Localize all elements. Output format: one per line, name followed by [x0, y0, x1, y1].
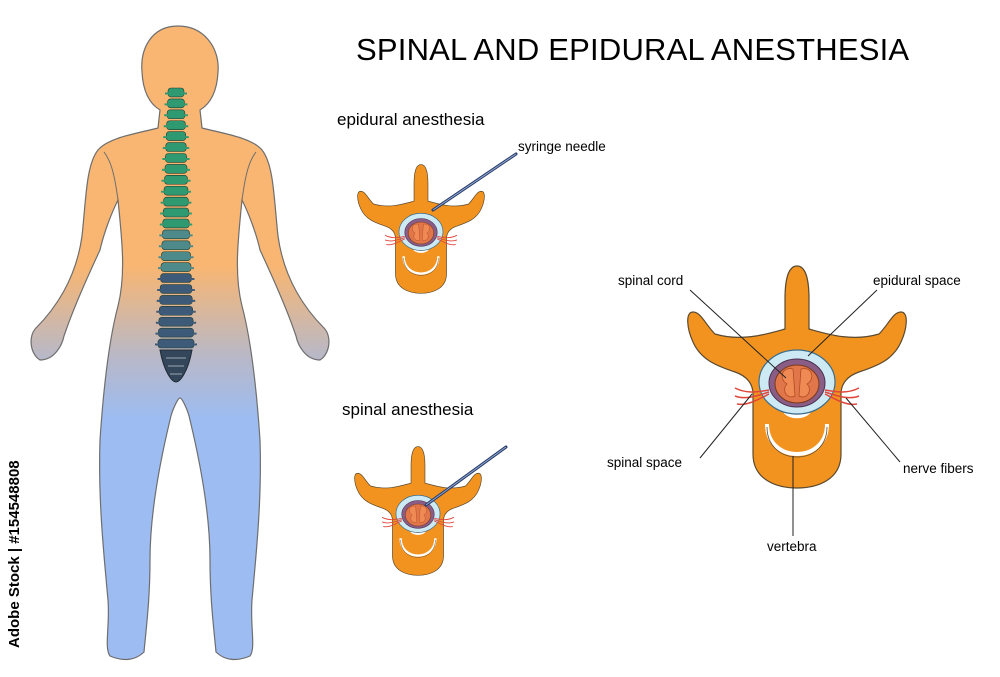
- spine-vertebra-segment: [161, 240, 191, 251]
- page-title: SPINAL AND EPIDURAL ANESTHESIA: [356, 32, 910, 67]
- spine-vertebra-segment: [164, 175, 188, 185]
- spinal-space-label: spinal space: [607, 455, 683, 470]
- spine-vertebra-segment: [161, 251, 191, 261]
- spine-vertebra-segment: [158, 316, 194, 327]
- spine-vertebra-segment: [165, 142, 187, 152]
- syringe-needle-label: syringe needle: [518, 139, 606, 154]
- spine-vertebra-segment: [162, 207, 190, 218]
- leader-lines: [689, 289, 901, 536]
- epidural-space-label: epidural space: [873, 273, 961, 288]
- spinal-cord-label: spinal cord: [618, 273, 684, 288]
- epidural-anesthesia-heading: epidural anesthesia: [337, 110, 485, 129]
- nerve-fibers-label: nerve fibers: [903, 461, 974, 476]
- vertebra-label: vertebra: [767, 539, 817, 554]
- spine-vertebra-segment: [159, 284, 193, 294]
- epidural-vertebra: [356, 163, 486, 295]
- spinal-anesthesia-heading: spinal anesthesia: [342, 400, 474, 419]
- spinal-vertebra: [353, 445, 483, 577]
- spine-vertebra-segment: [167, 87, 185, 98]
- stock-watermark-id: Adobe Stock | #154548808: [6, 460, 23, 648]
- large-vertebra: [685, 264, 909, 490]
- spine-column: [155, 87, 197, 349]
